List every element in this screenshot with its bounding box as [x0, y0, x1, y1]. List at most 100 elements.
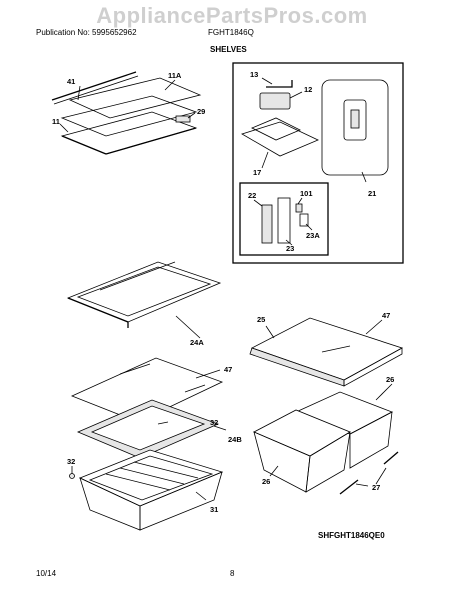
part-31-pan-floor	[88, 455, 214, 501]
part-17-housing	[241, 121, 319, 157]
callout-11: 11	[52, 117, 60, 126]
control-assembly	[241, 77, 389, 183]
callout-23a: 23A	[306, 231, 320, 240]
leader-12	[289, 91, 303, 99]
part-24a-divider	[99, 261, 176, 291]
part-41-trim	[51, 71, 137, 101]
part-32-screw	[69, 473, 75, 479]
leader-17	[261, 151, 269, 169]
part-21-panel	[321, 79, 389, 176]
part-21-window	[343, 99, 367, 141]
glass-glare-3	[321, 345, 351, 353]
leader-22	[253, 199, 263, 207]
leader-21	[361, 171, 367, 183]
callout-17: 17	[253, 168, 261, 177]
page-number: 8	[230, 569, 235, 578]
part-21-slider	[350, 109, 360, 129]
callout-11a: 11A	[168, 71, 182, 80]
leader-24b	[213, 425, 227, 431]
part-27-rail-right	[383, 451, 399, 465]
leader-25	[265, 325, 275, 339]
part-11a-glass	[68, 77, 202, 119]
sub-box-border	[239, 182, 329, 256]
pan-rib-3	[133, 461, 199, 479]
glass-glare-2	[184, 384, 206, 393]
diagram-id: SHFGHT1846QE0	[318, 531, 385, 540]
callout-32-upper: 32	[210, 418, 218, 427]
crisper-stack-right	[249, 317, 403, 495]
part-26-drawer-back-side	[349, 411, 393, 469]
part-29-bracket	[175, 115, 191, 123]
leader-47-left	[195, 369, 221, 379]
part-17-top	[251, 117, 301, 141]
callout-31: 31	[210, 505, 218, 514]
part-24a-inner	[76, 266, 212, 317]
watermark: AppliancePartsPros.com	[96, 3, 368, 28]
callout-13: 13	[250, 70, 258, 79]
leader-23a	[305, 223, 313, 231]
part-24a-front	[67, 297, 129, 323]
crisper-stack-left	[69, 357, 227, 531]
callout-26-right: 26	[386, 375, 394, 384]
leader-31	[195, 491, 207, 501]
part-11-rail	[61, 135, 107, 155]
leader-47-right	[365, 319, 383, 335]
callout-47-right: 47	[382, 311, 390, 320]
callout-12: 12	[304, 85, 312, 94]
leader-26-left	[269, 465, 279, 477]
publication-number: Publication No: 5995652962	[36, 28, 137, 37]
part-11-rail-front	[105, 127, 197, 155]
part-23-bracket	[277, 197, 291, 244]
leader-27	[355, 483, 369, 487]
callout-25: 25	[257, 315, 265, 324]
part-47-glass-left	[70, 357, 224, 423]
glass-glare-1	[119, 363, 151, 375]
part-41-trim-edge	[53, 75, 139, 105]
leader-41	[77, 85, 81, 101]
part-23a-pin	[299, 213, 309, 227]
damper-assembly	[253, 197, 313, 246]
part-26-drawer-front-side	[305, 431, 351, 493]
part-12-cover	[259, 92, 291, 110]
part-31-pan-side	[139, 471, 223, 531]
part-25-cover-side	[343, 347, 403, 387]
part-22-damper	[261, 204, 273, 244]
callout-27: 27	[372, 483, 380, 492]
section-title: SHELVES	[210, 45, 247, 54]
leader-32-upper	[157, 421, 169, 425]
part-13-handle	[266, 80, 293, 88]
leader-24a	[175, 315, 201, 339]
leader-29	[187, 112, 196, 119]
callout-41: 41	[67, 77, 75, 86]
glass-shelf-assembly	[51, 71, 202, 155]
callout-21: 21	[368, 189, 376, 198]
leader-26-right	[375, 383, 393, 401]
part-101-clip	[295, 203, 303, 213]
part-11a-frame	[60, 95, 198, 137]
model-number: FGHT1846Q	[208, 28, 254, 37]
callout-26-left: 26	[262, 477, 270, 486]
callout-101: 101	[300, 189, 313, 198]
pan-rib-2	[119, 467, 185, 485]
callout-47-left: 47	[224, 365, 232, 374]
leader-13	[261, 77, 273, 85]
callout-24b: 24B	[228, 435, 242, 444]
callout-24a: 24A	[190, 338, 204, 347]
shelf-frame-24a	[66, 261, 222, 339]
part-47-glass-right	[250, 317, 403, 381]
callout-29: 29	[197, 107, 205, 116]
callout-32-lower: 32	[67, 457, 75, 466]
callout-22: 22	[248, 191, 256, 200]
footer-date: 10/14	[36, 569, 57, 578]
leader-23	[285, 239, 293, 246]
part-24b-inner	[90, 405, 206, 451]
leader-27-b	[375, 467, 387, 485]
part-27-rail-left	[339, 479, 359, 495]
leader-11	[59, 123, 69, 133]
leader-11a	[164, 79, 176, 91]
pan-rib-1	[105, 473, 171, 491]
leader-101	[297, 197, 303, 205]
callout-23: 23	[286, 244, 294, 253]
control-box-border	[232, 62, 404, 264]
